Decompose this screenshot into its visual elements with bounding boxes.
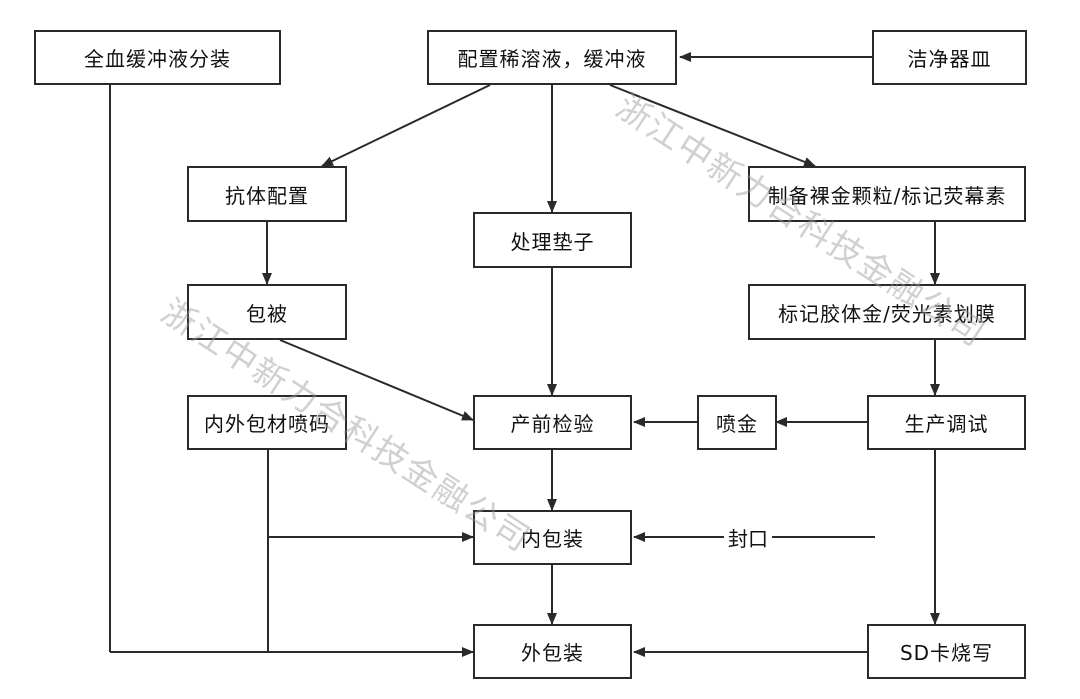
- node-process-pad: 处理垫子: [473, 212, 632, 268]
- node-prepare-gold: 制备裸金颗粒/标记荧幕素: [748, 166, 1026, 222]
- node-spray-gold: 喷金: [697, 395, 777, 450]
- label-seal: 封口: [724, 523, 772, 552]
- node-pre-inspection: 产前检验: [473, 395, 632, 450]
- node-packaging-spray: 内外包材喷码: [187, 395, 347, 450]
- edge-prepare-to-gold: [609, 84, 816, 167]
- node-prepare-dilution: 配置稀溶液，缓冲液: [427, 30, 677, 85]
- node-whole-blood: 全血缓冲液分装: [34, 30, 281, 85]
- edge-prepare-to-antibody: [321, 84, 491, 167]
- node-coating: 包被: [187, 284, 347, 340]
- node-sd-card: SD卡烧写: [867, 624, 1026, 679]
- node-inner-packaging: 内包装: [473, 510, 632, 565]
- edge-coating-to-inspection: [279, 339, 474, 421]
- node-outer-packaging: 外包装: [473, 624, 632, 679]
- node-label-membrane: 标记胶体金/荧光素划膜: [748, 284, 1026, 340]
- node-antibody-prep: 抗体配置: [187, 166, 347, 222]
- node-clean-vessels: 洁净器皿: [872, 30, 1027, 85]
- node-production-debug: 生产调试: [867, 395, 1026, 450]
